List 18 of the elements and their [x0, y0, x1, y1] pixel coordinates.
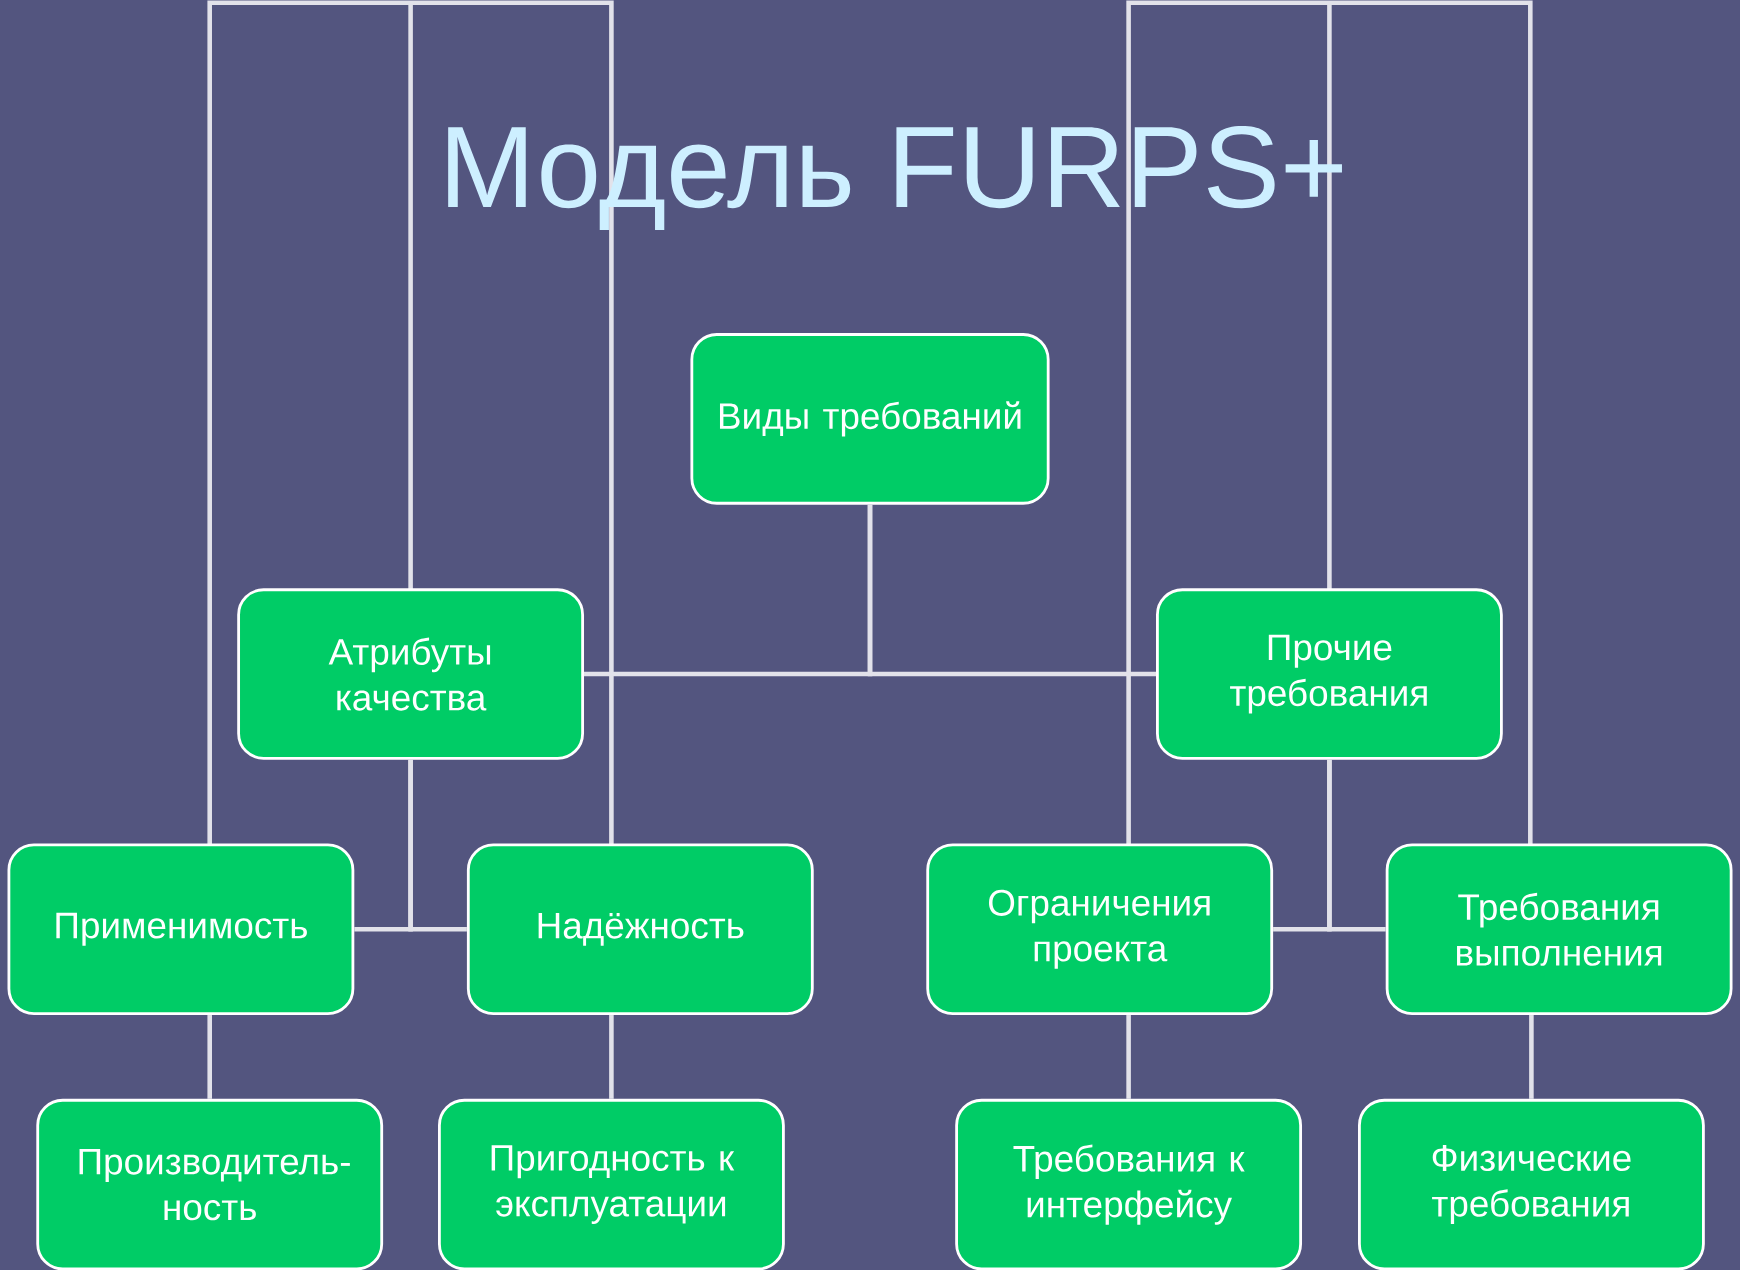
process-box: Пригодность к эксплуатации	[438, 1098, 785, 1270]
connector-line	[1529, 1015, 1534, 1099]
process-box: Применимость	[7, 843, 355, 1016]
connector-line	[1126, 1015, 1131, 1099]
connector-line	[867, 504, 1156, 677]
process-box: Требования к интерфейсу	[955, 1098, 1302, 1270]
process-box: Ограничения проекта	[926, 843, 1274, 1016]
connector-line	[408, 759, 467, 932]
process-box: Производитель-ность	[36, 1098, 384, 1270]
process-box: Физические требования	[1358, 1098, 1705, 1270]
process-box: Требования выполнения	[1385, 843, 1733, 1016]
process-box: Атрибуты качества	[237, 588, 584, 760]
connector-line	[609, 1015, 614, 1099]
process-box: Виды требований	[690, 333, 1050, 505]
connector-line	[207, 1015, 212, 1099]
process-box: Надёжность	[466, 843, 814, 1016]
process-box: Прочие требования	[1156, 588, 1503, 760]
connector-line	[1327, 759, 1386, 932]
